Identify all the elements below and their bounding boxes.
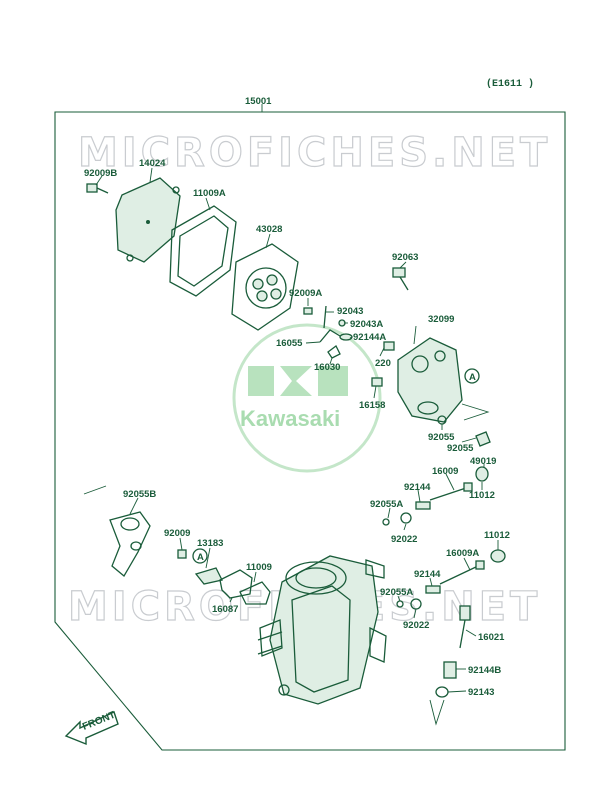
carburetor-body [257,555,387,705]
callout-a-circle-2 [192,548,208,564]
callout-a-circle-1 [464,368,480,384]
part-label-92055-b: 92055 [447,443,474,454]
needle-16021 [459,605,471,649]
part-label-16021: 16021 [478,632,505,643]
part-label-49019: 49019 [470,456,496,467]
assembly-frame [54,111,566,751]
callout-a-1: A [469,372,476,383]
part-label-43028: 43028 [256,224,282,235]
part-label-14024: 14024 [139,158,166,169]
part-label-16030: 16030 [314,362,340,373]
logo-text: Kawasaki [240,406,340,431]
front-arrow-icon: FRONT [64,710,119,746]
plug-49019 [475,466,489,482]
gasket-92055b [109,511,151,577]
assembly-number: 15001 [245,96,272,107]
plate-13183 [194,567,223,585]
gasket-11009a [169,205,237,297]
part-label-220: 220 [375,358,391,369]
pilot-screw-16009 [415,482,473,510]
part-label-92055a-top: 92055A [370,499,403,510]
cap-11012 [490,549,506,563]
part-label-16055: 16055 [276,338,303,349]
diaphragm-cover [115,177,181,263]
part-label-32099: 32099 [428,314,454,325]
part-label-92043: 92043 [337,306,363,317]
part-label-92144-top: 92144 [404,482,431,493]
kawasaki-logo: Kawasaki [232,323,382,473]
part-label-11012-bottom: 11012 [484,530,510,541]
part-label-92022-top: 92022 [391,534,417,545]
screw-92009b [86,183,109,194]
part-label-92144-bottom: 92144 [414,569,441,580]
part-label-92055a-bottom: 92055A [380,587,413,598]
part-label-16087: 16087 [212,604,238,615]
diagram-code: (E1611 ) [486,78,534,90]
part-label-92144b: 92144B [468,665,501,676]
screw-16009a [425,560,485,594]
gasket-11009 [239,581,271,605]
gasket-16087 [219,569,253,599]
diaphragm-43028 [231,243,299,331]
part-label-92043a: 92043A [350,319,383,330]
part-label-92009: 92009 [164,528,190,539]
part-label-16158: 16158 [359,400,385,411]
carburetor-cover-32099 [371,337,463,423]
part-label-11009a: 11009A [193,188,226,199]
part-label-16009: 16009 [432,466,458,477]
part-label-13183: 13183 [197,538,223,549]
part-label-92144a: 92144A [353,332,386,343]
screw-92009 [177,549,187,559]
cap-92055 [475,431,491,447]
o-ring-92022-top [400,512,412,524]
part-label-92143: 92143 [468,687,494,698]
washer-92143 [435,686,449,698]
part-label-92063: 92063 [392,252,418,263]
watermark-top: MICROFICHES.NET [78,130,551,176]
part-label-92022-bottom: 92022 [403,620,429,631]
pin-and-lever [303,305,353,359]
callout-a-2: A [197,552,204,563]
screw-92063 [392,267,409,291]
part-label-16009a: 16009A [446,548,479,559]
part-label-92055b: 92055B [123,489,156,500]
part-label-92009b: 92009B [84,168,117,179]
part-label-92009a: 92009A [289,288,322,299]
part-label-11012-top: 11012 [469,490,495,501]
part-label-11009: 11009 [246,562,272,573]
spring-92144b [443,661,457,679]
part-label-92055-a: 92055 [428,432,455,443]
